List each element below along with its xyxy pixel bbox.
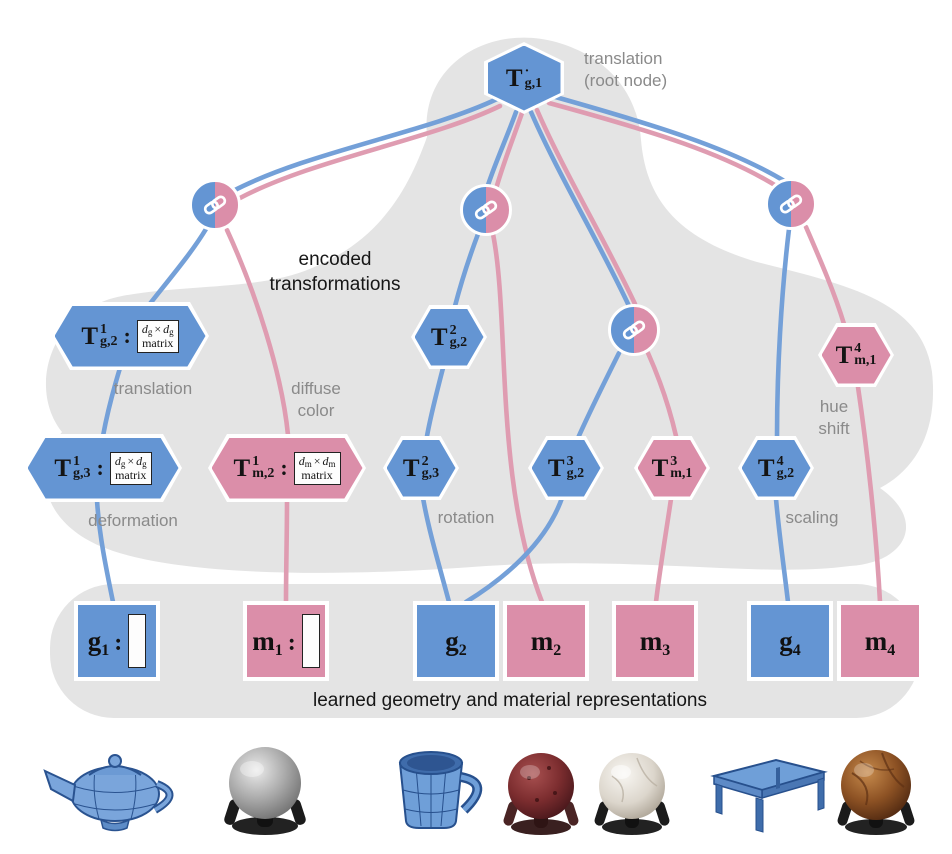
- edge-chain1-t1g2: [146, 226, 209, 308]
- chain-link-icon-2: [460, 184, 512, 236]
- edge-root-chain3-pink: [546, 100, 784, 192]
- root-note: translation(root node): [584, 49, 668, 90]
- note-translation: translation: [113, 379, 193, 398]
- chain-glyph: [203, 195, 227, 215]
- edge-root-chain1-pink: [237, 103, 503, 201]
- edge-t2g2-t2g3: [424, 365, 446, 439]
- edge-t1g2-t1g3: [100, 365, 123, 439]
- chain-glyph: [474, 200, 498, 220]
- edge-root-chain4-pink: [534, 107, 638, 307]
- edge-chain4-t3m1: [645, 350, 679, 439]
- edge-t1m2-m1: [283, 497, 290, 605]
- edge-chain2-m2: [490, 231, 545, 605]
- edge-t3m1-m3: [653, 496, 674, 605]
- note-scaling: scaling: [785, 508, 839, 527]
- chain-glyph: [622, 320, 646, 340]
- edge-t3g2-g2: [463, 495, 565, 605]
- wood-material-sphere-image: [824, 735, 929, 845]
- mug-image: [372, 735, 502, 840]
- bottom-caption: learned geometry and material representa…: [313, 690, 707, 711]
- edge-root-chain4-blue: [528, 109, 632, 309]
- edge-root-chain3-blue: [549, 93, 789, 185]
- edge-t1g3-g1: [94, 497, 116, 605]
- edge-chain3-t4g2: [774, 226, 792, 440]
- edge-root-chain1-blue: [230, 96, 500, 194]
- edge-chain4-t3g2: [575, 350, 622, 441]
- edge-chain2-t2g2: [452, 231, 481, 309]
- vector-box: [301, 614, 320, 668]
- root-label: T·g,1: [505, 64, 543, 92]
- note-deformation: deformation: [88, 511, 178, 530]
- chain-link-icon-1: [189, 179, 241, 231]
- edge-t4g2-g4: [773, 496, 791, 605]
- chain-glyph: [779, 194, 803, 214]
- edge-chain1-t1m2: [224, 227, 291, 438]
- teapot-image: [35, 737, 185, 842]
- gray-material-sphere-image: [210, 733, 320, 843]
- red-material-sphere-image: [491, 738, 591, 843]
- edge-t2g3-g2: [420, 495, 452, 605]
- edge-root-chain2-pink: [493, 110, 525, 192]
- table-image: [700, 742, 835, 842]
- note-rotation: rotation: [437, 508, 495, 527]
- vector-box: [128, 614, 147, 668]
- edge-chain3-t4m1: [803, 224, 847, 327]
- marble-material-sphere-image: [582, 738, 682, 843]
- edge-root-chain2-blue: [485, 109, 519, 188]
- edge-t4m1-m4: [855, 384, 883, 605]
- chain-link-icon-3: [765, 178, 817, 230]
- chain-link-icon-4: [608, 304, 660, 356]
